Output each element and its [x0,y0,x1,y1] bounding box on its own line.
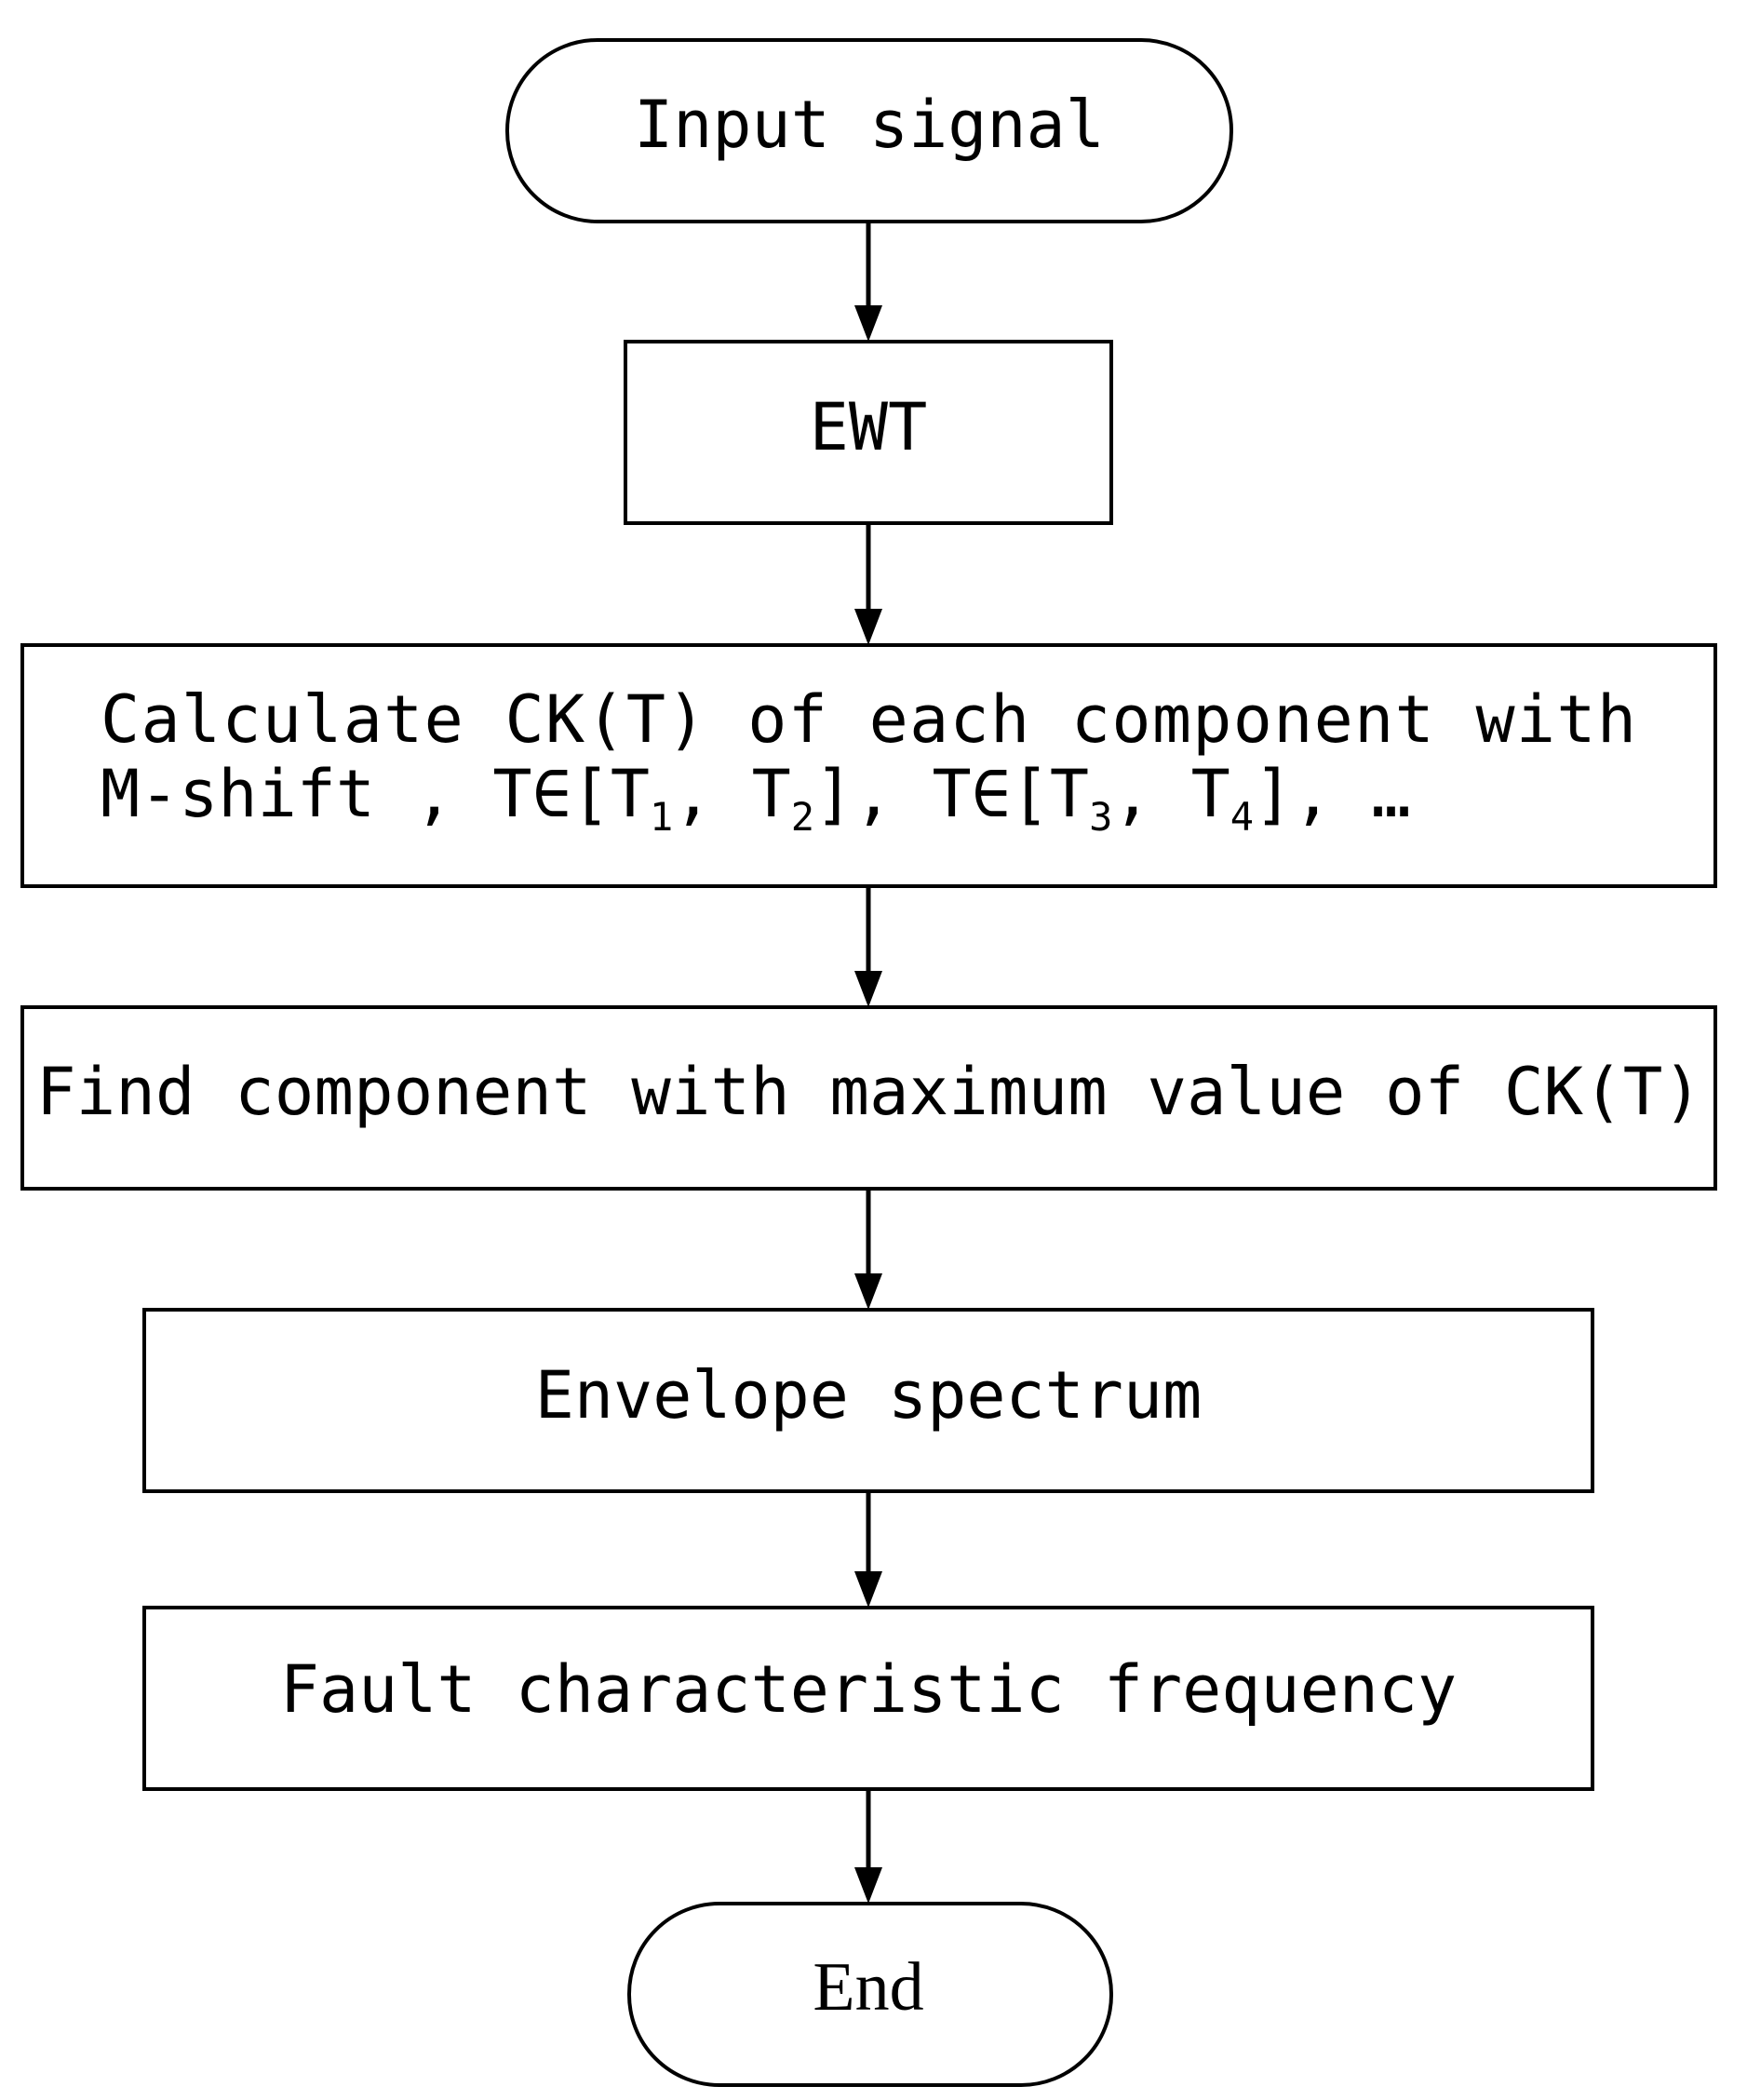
node-label-calculate-line2: M-shift , T∈[T1, T2], T∈[T3, T4], … [101,756,1411,839]
edge-ewt-to-calculate [854,525,882,645]
calc-suffix: ], … [1254,756,1411,832]
node-label-find-component: Find component with maximum value of CK(… [36,1054,1702,1130]
node-label-fault-frequency: Fault characteristic frequency [280,1651,1457,1728]
node-input-signal: Input signal [505,38,1233,223]
arrowhead [854,1867,882,1904]
edge-envelope-to-fault [854,1493,882,1608]
node-find-component: Find component with maximum value of CK(… [20,1005,1717,1191]
node-label-calculate-line1: Calculate CK(T) of each component with [101,681,1636,758]
arrowhead [854,609,882,645]
process-box-envelope [142,1308,1594,1493]
calc-sub-2: 2 [791,794,814,840]
edge-calculate-to-find [854,888,882,1007]
node-fault-frequency: Fault characteristic frequency [142,1606,1594,1791]
arrowhead [854,971,882,1007]
node-label-ewt: EWT [810,389,927,465]
terminator-shape-end [627,1902,1113,2087]
calc-sub-3: 3 [1089,794,1112,840]
edge-find-to-envelope [854,1191,882,1310]
arrowhead [854,1571,882,1608]
calc-sub-1: 1 [650,794,673,840]
calc-mid: ], T∈[T [814,756,1089,832]
calc-sep-2: , T [1112,756,1230,832]
node-ewt: EWT [624,340,1113,525]
node-calculate-ck: Calculate CK(T) of each component with M… [20,643,1717,888]
node-label-input-signal: Input signal [634,87,1105,163]
terminator-shape-start [505,38,1233,223]
process-box-calculate [20,643,1717,888]
arrowhead [854,305,882,342]
node-envelope-spectrum: Envelope spectrum [142,1308,1594,1493]
edge-fault-to-end [854,1791,882,1904]
arrowhead [854,1273,882,1310]
process-box-ewt [624,340,1113,525]
node-end: End [627,1902,1113,2087]
calc-sub-4: 4 [1230,794,1254,840]
node-label-end: End [813,1949,923,2026]
node-label-envelope-spectrum: Envelope spectrum [535,1357,1202,1434]
process-box-find [20,1005,1717,1191]
calc-sep-1: , T [673,756,790,832]
calc-line2-prefix: M-shift , T∈[T [101,756,650,832]
edge-start-to-ewt [854,223,882,342]
process-box-fault [142,1606,1594,1791]
